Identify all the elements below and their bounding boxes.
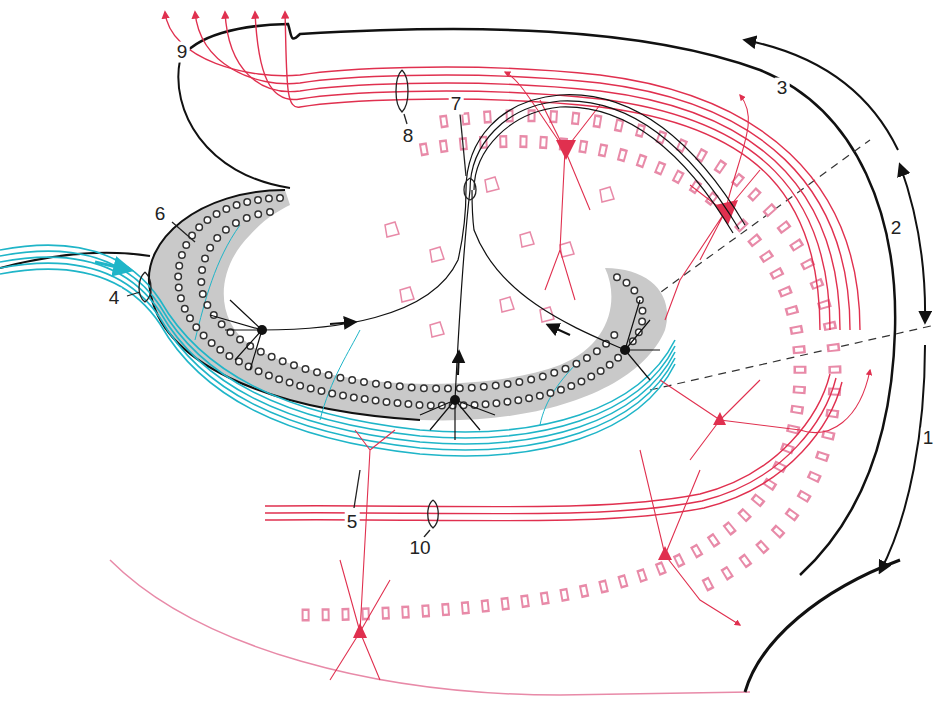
callout-number: 3 (775, 78, 790, 99)
callout-number: 5 (345, 512, 360, 533)
callout-number: 8 (401, 126, 416, 147)
callout-number: 2 (889, 218, 904, 239)
callout-number: 7 (449, 94, 464, 115)
callout-number: 10 (407, 538, 432, 559)
callout-number: 4 (107, 288, 122, 309)
callout-number: 6 (153, 204, 168, 225)
callout-number: 1 (921, 428, 936, 449)
callout-number: 9 (175, 42, 190, 63)
